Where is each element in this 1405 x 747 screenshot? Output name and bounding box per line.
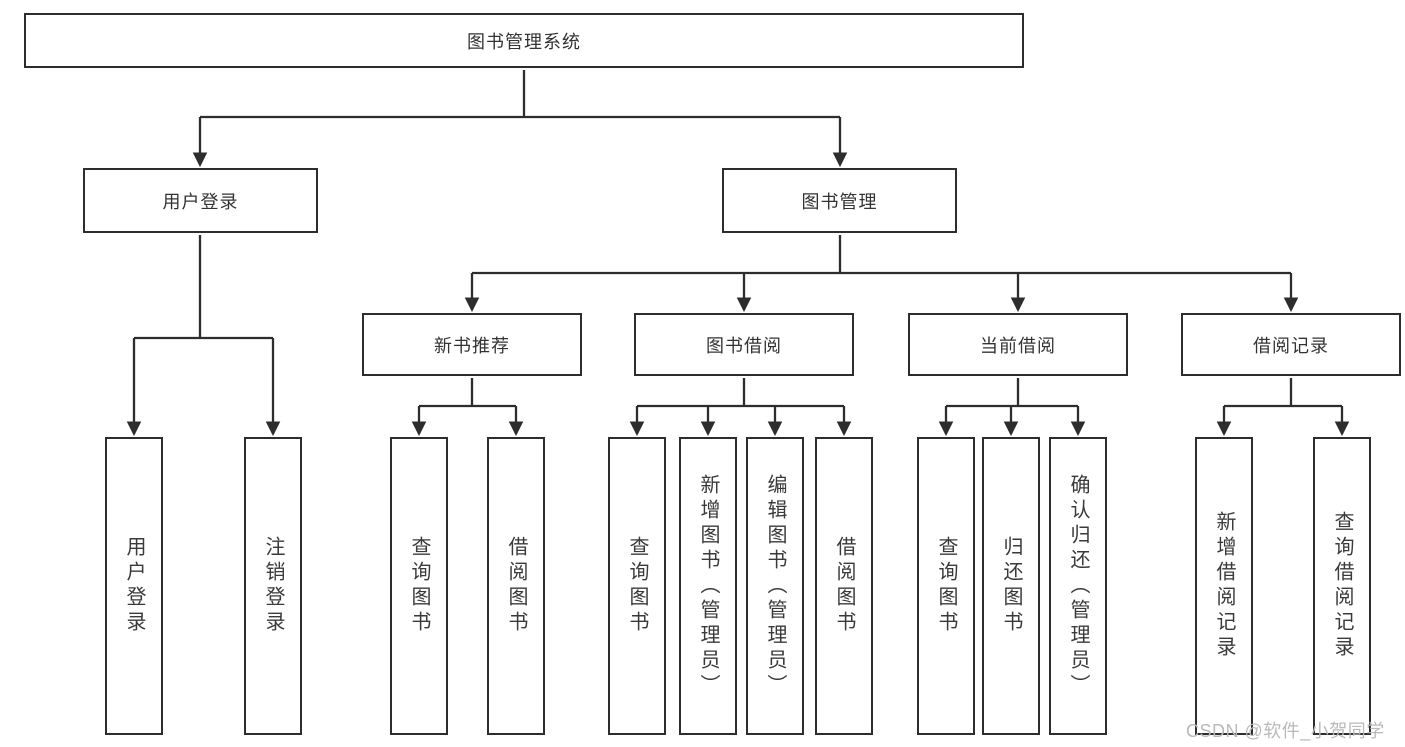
node-new-book-recommend: 新书推荐: [362, 313, 582, 376]
node-book-borrowing-label: 图书借阅: [706, 335, 782, 356]
leaf-query-books-borrowing-label: 查询图书: [626, 536, 648, 636]
node-book-management-label: 图书管理: [801, 191, 878, 212]
node-current-borrowing: 当前借阅: [908, 313, 1128, 376]
leaf-edit-book-admin: 编辑图书（管理员）: [746, 437, 804, 735]
leaf-confirm-return-admin: 确认归还（管理员）: [1049, 437, 1107, 735]
leaf-borrow-books-recommend: 借阅图书: [487, 437, 545, 735]
node-current-borrowing-label: 当前借阅: [980, 335, 1056, 356]
leaf-edit-book-admin-label: 编辑图书（管理员）: [764, 473, 786, 699]
leaf-return-books: 归还图书: [982, 437, 1040, 735]
leaf-borrow-books-borrowing-label: 借阅图书: [833, 536, 855, 636]
node-book-management: 图书管理: [722, 168, 957, 233]
leaf-query-books-recommend: 查询图书: [390, 437, 448, 735]
leaf-add-book-admin-label: 新增图书（管理员）: [697, 473, 719, 699]
leaf-query-borrow-record-label: 查询借阅记录: [1331, 511, 1353, 661]
leaf-query-borrow-record: 查询借阅记录: [1313, 437, 1371, 735]
node-library-system-label: 图书管理系统: [467, 31, 581, 52]
leaf-add-borrow-record-label: 新增借阅记录: [1213, 511, 1235, 661]
node-user-login-label: 用户登录: [162, 191, 239, 212]
leaf-add-borrow-record: 新增借阅记录: [1195, 437, 1253, 735]
leaf-borrow-books-borrowing: 借阅图书: [815, 437, 873, 735]
leaf-query-books-borrowing: 查询图书: [608, 437, 666, 735]
leaf-query-books-current-label: 查询图书: [935, 536, 957, 636]
leaf-confirm-return-admin-label: 确认归还（管理员）: [1067, 473, 1089, 699]
csdn-watermark: CSDN @软件_小贺同学: [1186, 721, 1385, 741]
leaf-logout: 注销登录: [244, 437, 302, 735]
leaf-borrow-books-recommend-label: 借阅图书: [505, 536, 527, 636]
node-user-login: 用户登录: [83, 168, 318, 233]
node-new-book-recommend-label: 新书推荐: [434, 335, 510, 356]
node-borrow-records-label: 借阅记录: [1253, 335, 1329, 356]
leaf-query-books-recommend-label: 查询图书: [408, 536, 430, 636]
leaf-return-books-label: 归还图书: [1000, 536, 1022, 636]
node-borrow-records: 借阅记录: [1181, 313, 1401, 376]
tree-branch-lines: [134, 70, 1342, 408]
leaf-user-login: 用户登录: [105, 437, 163, 735]
node-library-system: 图书管理系统: [24, 13, 1024, 68]
leaf-logout-label: 注销登录: [262, 536, 284, 636]
node-book-borrowing: 图书借阅: [634, 313, 854, 376]
leaf-user-login-label: 用户登录: [123, 536, 145, 636]
leaf-add-book-admin: 新增图书（管理员）: [679, 437, 737, 735]
leaf-query-books-current: 查询图书: [917, 437, 975, 735]
